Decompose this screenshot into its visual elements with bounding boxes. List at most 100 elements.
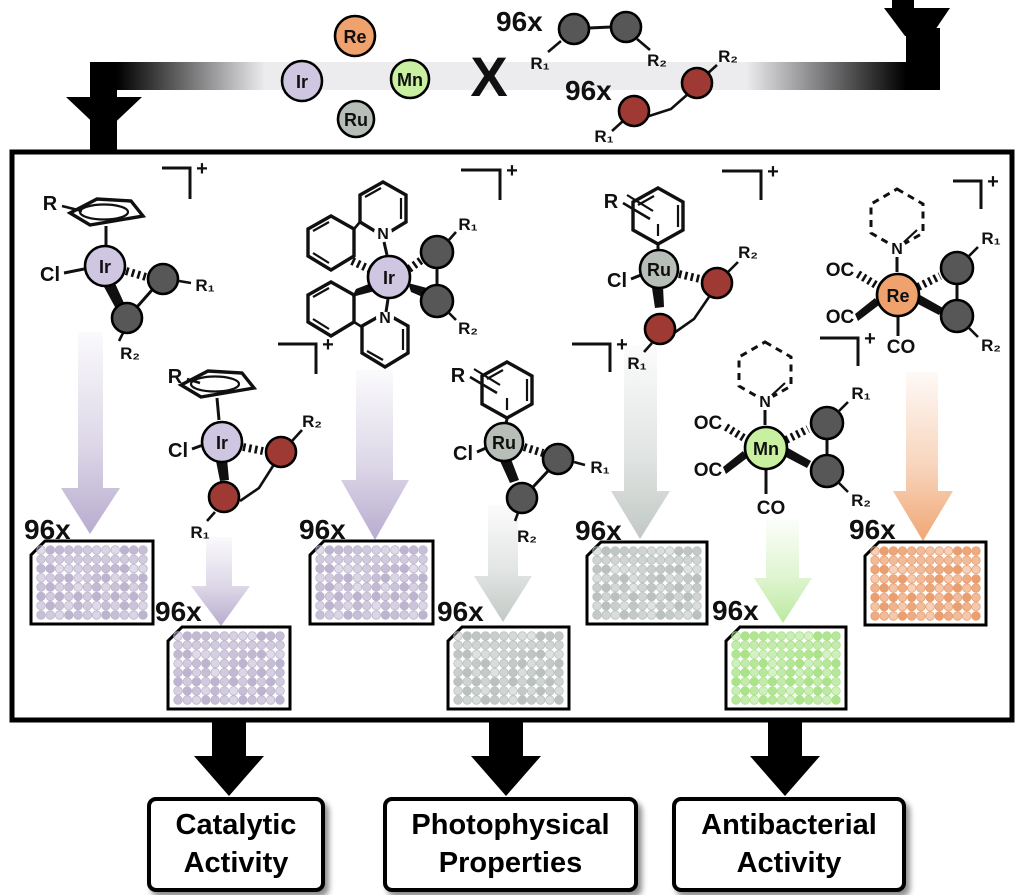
metal-mn-circle [389,58,431,100]
charge-label: + [767,161,779,183]
ligand-set-red: 96x R₁ R₂ [565,47,738,146]
down-arrow-icon [194,722,264,796]
top-flow-band [66,0,950,152]
charge-bracket [461,168,502,200]
carbon-donor [419,283,455,319]
plate-wells [315,545,428,620]
cl-label: Cl [168,440,188,462]
charge-bracket [572,342,612,372]
funnel-arrow [61,332,120,534]
carbon-donor [939,298,975,334]
r2-label: R₂ [981,336,1001,355]
metal-ir-circle [280,59,324,103]
ir-center [366,254,412,300]
left-down-arrow-icon [66,62,142,152]
ir-symbol: Ir [383,268,395,288]
metal-mn-label: Mn [397,70,423,90]
outcome-line: Antibacterial [701,808,877,841]
r2-label: R₂ [851,491,871,510]
cp-ring [66,197,147,227]
carbon-donor [939,250,975,286]
funnel-arrow [611,345,670,539]
n-label: N [377,226,389,243]
plate-count-label: 96x [849,514,896,545]
outcome-line: Activity [183,846,289,879]
charge-bracket [722,169,763,200]
plate-count-label: 96x [712,595,759,626]
metal-re-circle [333,14,377,58]
oc-label: OC [694,460,723,481]
ir-center [200,420,244,464]
charge-bracket [278,342,318,374]
light-band [262,62,746,90]
gray-ligand-atom [609,10,643,44]
red-ligand-atom [617,94,651,128]
metal-legend: Re Ir Mn Ru [280,14,431,139]
complex-mn-carbonyl: N OC OC CO Mn R₁ R₂ + [694,328,876,519]
funnel-arrow [754,520,812,623]
r1-label: R₁ [851,384,870,403]
charge-label: + [506,160,518,182]
metal-ru-circle [336,99,376,139]
outcome-line: Properties [438,846,583,879]
gray-ligand-atom [557,12,591,46]
charge-bracket [953,179,983,209]
funnel-arrow [893,372,953,541]
outcome-box-catalytic: Catalytic Activity [147,797,325,892]
n-label: N [759,394,771,411]
r-substituent-label: R [168,366,183,388]
funnel-arrows [61,332,953,626]
outcome-line: Catalytic [175,808,297,841]
red-donor [207,480,241,514]
charge-bracket [820,336,860,366]
red-donor [700,266,734,300]
plate-wells [173,631,285,705]
plate-wells [870,546,981,621]
ir-center [83,244,127,288]
plate-wells [36,545,148,620]
left-fade-bar [117,62,265,90]
ligand-red-r1-label: R₁ [594,127,613,146]
charge-label: + [864,328,876,350]
re-symbol: Re [886,286,909,306]
cp-ring-inner [189,375,241,393]
ir-symbol: Ir [99,257,111,277]
cp-ring [177,369,258,399]
ligand-set-gray: 96x R₁ R₂ [496,6,667,73]
funnel-arrow [341,370,409,540]
carbon-donor [419,234,455,270]
ligand-red-r2-label: R₂ [718,47,738,66]
r1-label: R₁ [190,523,209,542]
r1-label: R₁ [195,276,214,295]
co-label: CO [757,498,786,519]
complex-ir-ppy: N N Ir R₁ R₂ + [306,160,518,369]
arene-ring [631,186,685,246]
metal-ir-label: Ir [296,72,308,92]
cl-label: Cl [607,270,627,292]
down-arrow-icon [471,722,541,796]
cp-ring-inner [78,203,130,221]
ru-center [483,421,525,463]
charge-bracket [162,166,192,199]
mn-symbol: Mn [753,439,779,459]
cross-symbol: X [470,45,507,108]
oc-label: OC [694,413,723,434]
r1-label: R₁ [458,215,477,234]
r-substituent-label: R [604,191,619,213]
r2-label: R₂ [458,319,478,338]
r1-label: R₁ [590,458,609,477]
charge-label: + [987,171,999,193]
n-label: N [891,241,903,258]
carbon-donor [541,442,575,476]
right-fade-bar [746,62,906,90]
carbon-donor [809,453,845,489]
down-arrow-icon [750,722,820,796]
r2-label: R₂ [302,412,322,431]
plate-wells [453,631,564,705]
charge-label: + [616,334,628,356]
funnel-arrow [474,505,532,622]
re-center [875,272,921,318]
ru-symbol: Ru [647,260,671,280]
red-donor [643,312,677,346]
